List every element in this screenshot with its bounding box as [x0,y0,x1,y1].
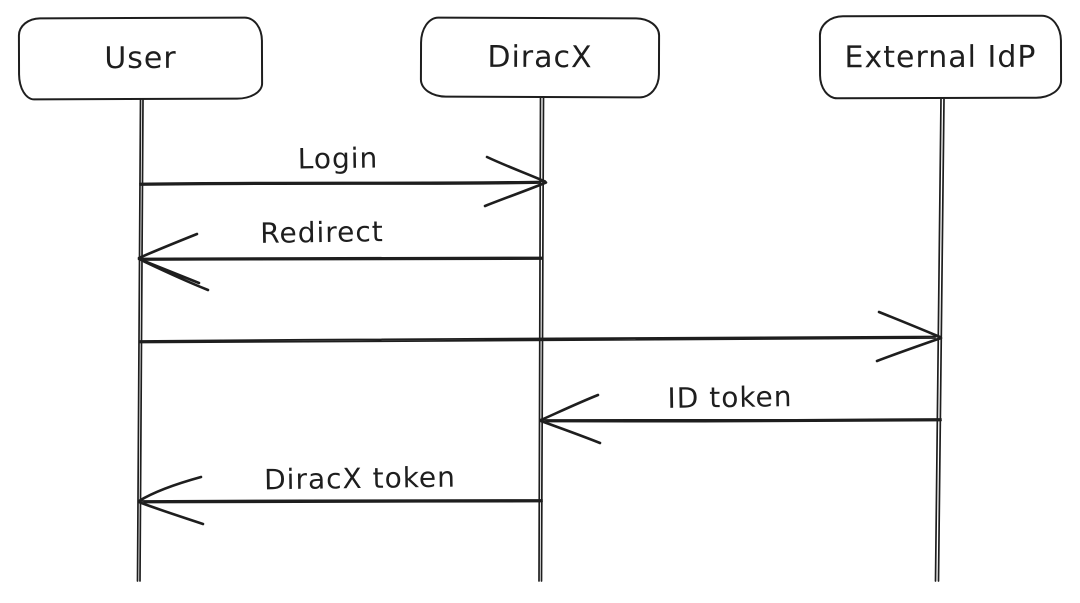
actor-box-user: User [17,16,264,101]
arrowhead-right-icon [875,310,943,363]
actor-box-external-idp: External IdP [818,14,1063,100]
actor-label-diracx: DiracX [487,39,593,76]
arrow-shaft [139,335,939,344]
actor-label-external-idp: External IdP [844,39,1037,75]
arrowhead-right-icon [483,155,548,208]
arrowhead-left-icon [137,232,210,292]
actor-box-diracx: DiracX [419,16,661,99]
arrow-shaft [141,499,543,504]
message-label-id-token: ID token [667,380,793,415]
arrowhead-left-icon [539,393,602,445]
message-label-login: Login [297,141,379,176]
actor-label-user: User [104,40,177,77]
arrowhead-left-icon [137,475,205,526]
message-label-redirect: Redirect [260,215,384,250]
message-arrow-id-token [539,393,942,445]
message-arrow-redirect [137,232,543,292]
message-arrow-authorize [139,310,943,363]
arrow-shaft [543,418,942,423]
arrow-shaft [139,180,544,186]
message-arrow-login [139,155,548,208]
arrow-shaft [140,256,543,261]
message-arrow-diracx-token [137,475,543,526]
message-label-diracx-token: DiracX token [263,460,457,497]
